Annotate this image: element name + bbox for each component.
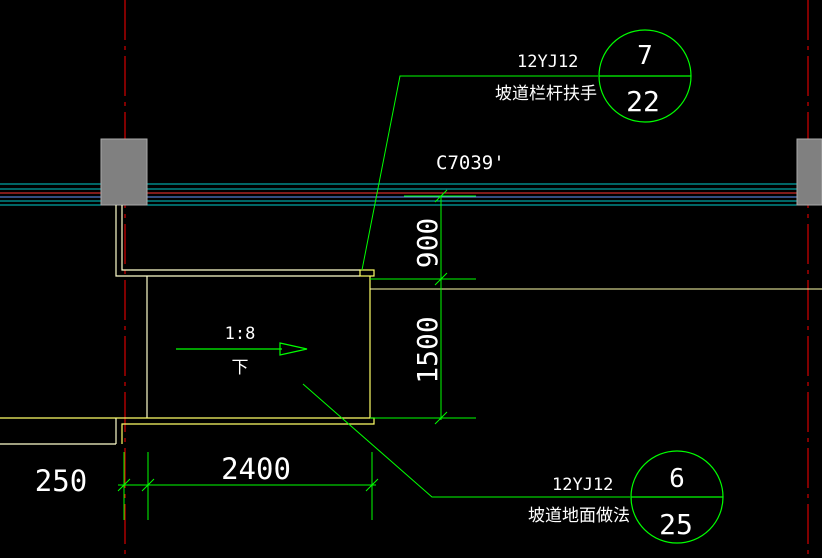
- ramp-slope: 1:8: [225, 324, 256, 344]
- dim-left-250: 250: [35, 464, 87, 498]
- railing-atlas-label: 12YJ12: [517, 52, 578, 72]
- detail-bubble-floor: [630, 450, 724, 544]
- floor-detail-number: 6: [669, 464, 685, 494]
- vertical-dimension: [370, 189, 476, 425]
- dim-upper-900: 900: [411, 218, 444, 269]
- horizontal-dimension: [117, 452, 379, 520]
- floor-atlas-label: 12YJ12: [552, 475, 613, 495]
- floor-sheet-number: 25: [659, 508, 693, 541]
- ramp-arrow: [176, 342, 308, 356]
- dim-width-2400: 2400: [221, 452, 291, 486]
- railing-detail-number: 7: [637, 41, 653, 71]
- column-left: [100, 138, 148, 206]
- leader-railing: [361, 75, 598, 271]
- dim-lower-1500: 1500: [411, 316, 444, 383]
- detail-bubble-railing: [598, 29, 692, 123]
- railing-description: 坡道栏杆扶手: [495, 84, 597, 104]
- floor-description: 坡道地面做法: [528, 506, 630, 526]
- ramp-direction: 下: [232, 358, 249, 378]
- railing-sheet-number: 22: [626, 85, 660, 118]
- leader-floor: [302, 383, 630, 498]
- window-tag: C7039': [436, 152, 505, 174]
- column-right: [796, 138, 822, 206]
- ramp-outline: [0, 205, 822, 445]
